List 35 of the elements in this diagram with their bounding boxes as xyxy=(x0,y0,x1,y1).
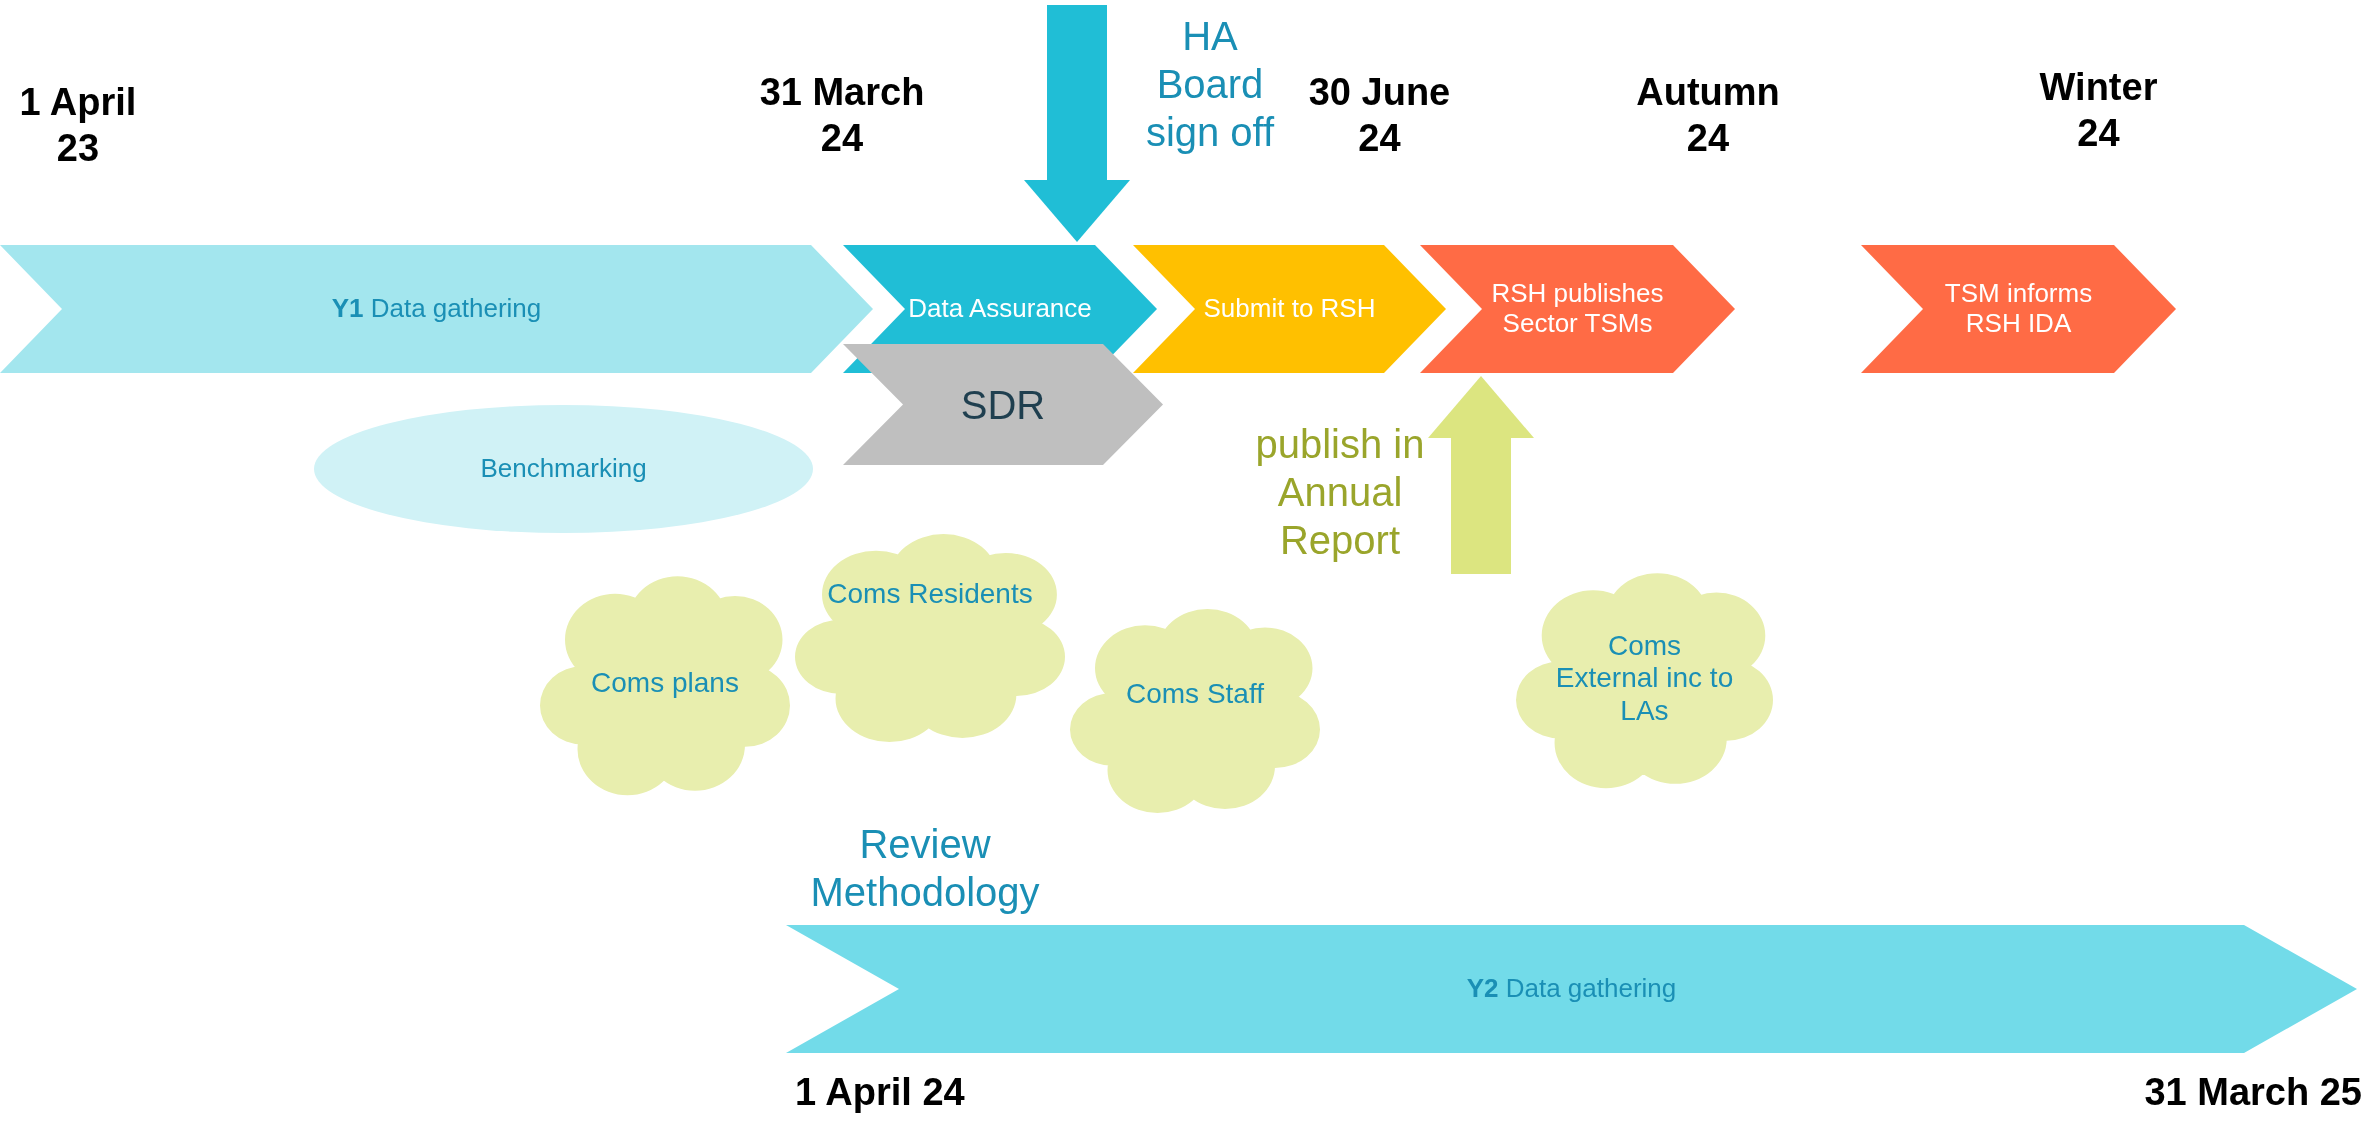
node-label: Y1 Data gathering xyxy=(331,294,542,324)
date-label: Winter 24 xyxy=(2038,65,2159,156)
node-label: TSM informs RSH IDA xyxy=(1943,279,2094,339)
date-label: Autumn 24 xyxy=(1635,70,1781,161)
cloud-node xyxy=(795,532,1065,740)
node-label: Benchmarking xyxy=(480,454,647,484)
node-label: Coms plans xyxy=(591,667,739,700)
step-banner xyxy=(843,344,1163,465)
milestone-text: publish in Annual Report xyxy=(1254,421,1426,564)
node-label: SDR xyxy=(960,381,1046,428)
node-label: Coms Staff xyxy=(1126,677,1264,710)
node-label: Coms Residents xyxy=(827,578,1033,611)
node-label: Coms External inc to LAs xyxy=(1554,630,1735,727)
step-banner xyxy=(1861,245,2176,373)
cloud-node xyxy=(540,574,790,793)
date-label: 31 March 25 xyxy=(2143,1070,2362,1115)
phase-banner xyxy=(0,245,873,373)
node-label: Y2 Data gathering xyxy=(1466,974,1677,1004)
date-label: 31 March 24 xyxy=(758,70,926,161)
node-label: RSH publishes Sector TSMs xyxy=(1490,279,1665,339)
arrow xyxy=(1024,5,1130,242)
cloud-node xyxy=(1070,607,1320,811)
cloud-node xyxy=(1516,571,1773,786)
date-label: 1 April 23 xyxy=(18,80,138,171)
arrow xyxy=(1428,376,1534,574)
ellipse-node xyxy=(314,405,813,533)
node-label: Data Assurance xyxy=(908,294,1092,324)
milestone-text: HA Board sign off xyxy=(1144,13,1276,156)
step-banner xyxy=(1133,245,1446,373)
phase-banner xyxy=(786,925,2357,1053)
step-banner xyxy=(1420,245,1735,373)
date-label: 30 June 24 xyxy=(1307,70,1452,161)
milestone-text: Review Methodology xyxy=(809,821,1041,916)
node-label: Submit to RSH xyxy=(1203,294,1376,324)
date-label: 1 April 24 xyxy=(795,1070,966,1115)
